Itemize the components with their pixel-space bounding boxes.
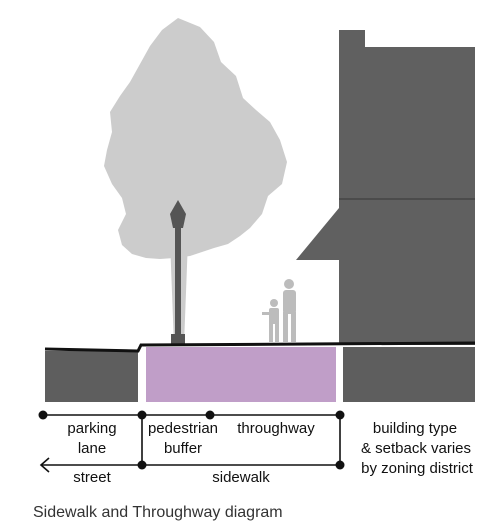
dimension-dot (205, 410, 215, 420)
building-awning (296, 208, 339, 260)
adult-figure-icon (283, 279, 296, 342)
lamp-base (171, 334, 185, 344)
chimney (339, 30, 365, 52)
child-figure-icon (262, 299, 279, 342)
dimension-dot (137, 410, 147, 420)
building-icon (296, 30, 475, 345)
building-foundation-block (343, 347, 475, 402)
label-throughway: throughway (237, 420, 315, 437)
pedestrian-buffer-zone (146, 347, 336, 402)
street-lamp-icon (170, 200, 186, 344)
dimension-dot (38, 410, 48, 420)
label-building-type: building type (373, 420, 457, 437)
lamp-pole (175, 228, 181, 336)
building-body (339, 47, 475, 345)
ground-line (44, 341, 476, 353)
label-sidewalk: sidewalk (212, 469, 270, 486)
dimension-dot (335, 460, 345, 470)
label-setback-varies: & setback varies (361, 440, 471, 457)
parking-lane-block (45, 351, 138, 402)
label-lane: lane (78, 440, 106, 457)
diagram-caption: Sidewalk and Throughway diagram (33, 504, 283, 521)
lamp-head (170, 200, 186, 228)
dimension-dot (335, 410, 345, 420)
label-parking: parking (67, 420, 116, 437)
label-street: street (73, 469, 111, 486)
label-pedestrian: pedestrian (148, 420, 218, 437)
label-buffer: buffer (164, 440, 202, 457)
dimension-dot (137, 460, 147, 470)
label-by-zoning: by zoning district (361, 460, 474, 477)
arrow-left-icon (39, 457, 50, 473)
tree-icon (104, 18, 287, 345)
tree-canopy (104, 18, 287, 259)
